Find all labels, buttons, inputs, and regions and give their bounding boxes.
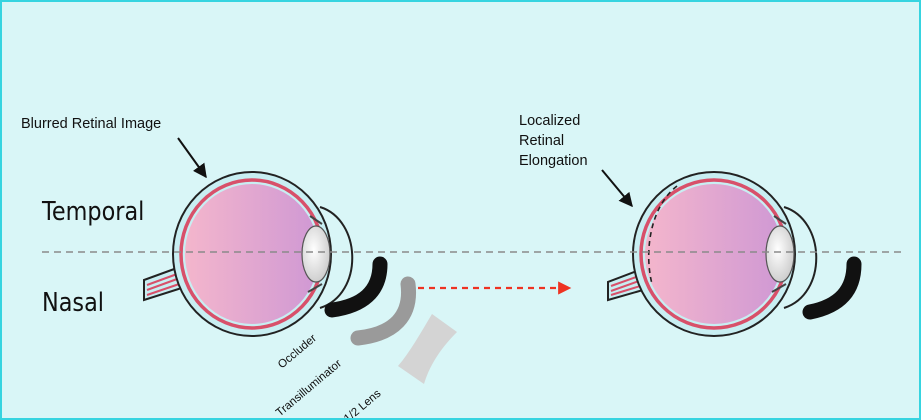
right-eye bbox=[608, 172, 816, 336]
temporal-label: Temporal bbox=[42, 197, 144, 227]
half-lens-shape bbox=[398, 314, 457, 384]
left-eye bbox=[144, 172, 352, 336]
right-vitreous bbox=[645, 184, 783, 324]
retinal-label: Retinal bbox=[519, 132, 564, 151]
elongation-label: Elongation bbox=[519, 152, 588, 171]
elongation-pointer bbox=[602, 170, 632, 206]
blurred-retinal-image-label: Blurred Retinal Image bbox=[21, 115, 161, 134]
left-crystalline-lens bbox=[302, 226, 330, 282]
right-occluder bbox=[810, 264, 854, 312]
nasal-label: Nasal bbox=[42, 288, 104, 318]
left-vitreous bbox=[185, 184, 319, 324]
blurred-image-pointer bbox=[178, 138, 206, 177]
right-crystalline-lens bbox=[766, 226, 794, 282]
localized-label: Localized bbox=[519, 112, 580, 131]
left-occluder bbox=[332, 264, 380, 310]
